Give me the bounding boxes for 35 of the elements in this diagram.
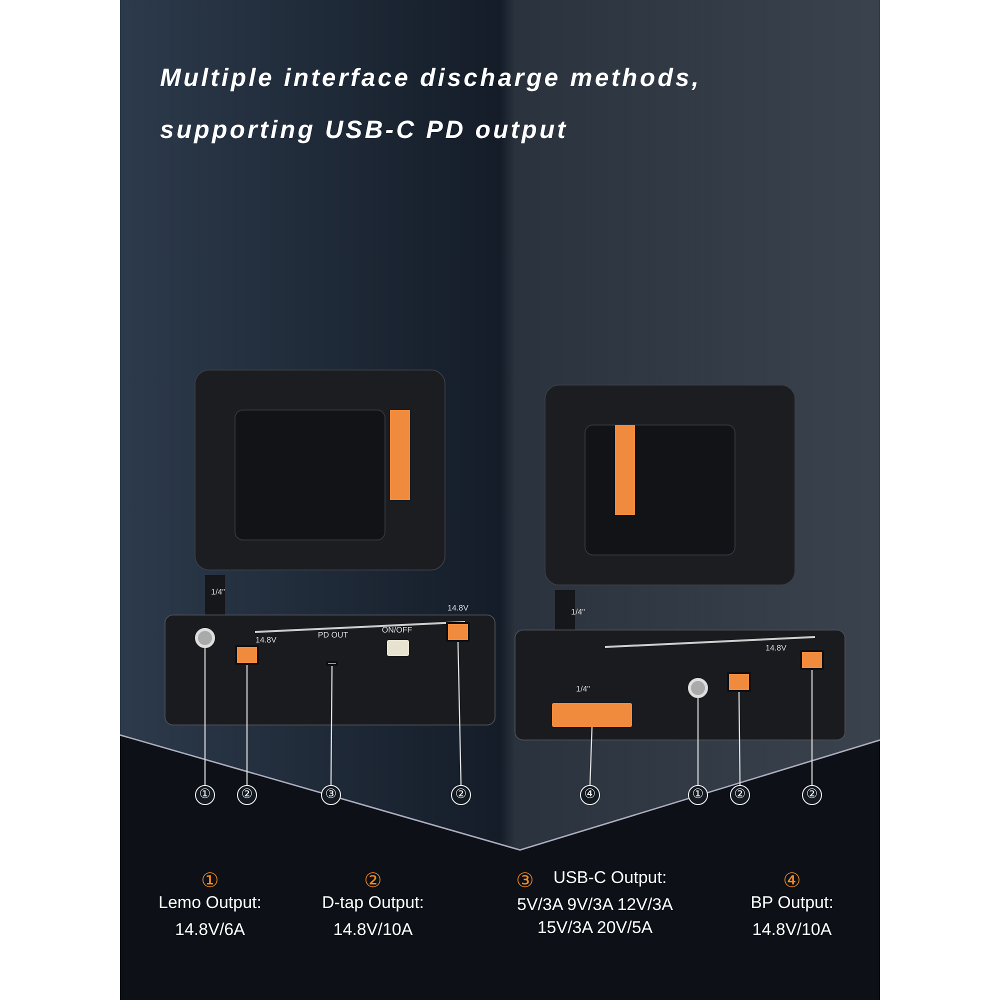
port-label: PD OUT — [318, 630, 348, 640]
spec-value: 14.8V/6A — [175, 920, 245, 940]
dtap-port — [446, 622, 470, 642]
spec-heading: D-tap Output: — [322, 893, 424, 913]
dtap-port — [727, 672, 751, 692]
spec-number: ② — [364, 868, 382, 892]
spec-heading: BP Output: — [750, 893, 834, 913]
leader-line — [246, 665, 248, 785]
leader-line — [589, 726, 593, 786]
leader-line — [204, 648, 206, 785]
spec-value: 14.8V/10A — [752, 920, 832, 940]
spec-number: ③ — [516, 868, 534, 892]
port-label: 14.8V — [448, 604, 468, 612]
leader-line — [697, 698, 699, 785]
leader-line — [738, 692, 741, 785]
usb-c-port — [326, 661, 338, 666]
spec-heading: Lemo Output: — [158, 893, 262, 913]
spec-heading: USB-C Output: — [553, 868, 667, 888]
dtap-port — [235, 645, 259, 665]
spec-value: 5V/3A 9V/3A 12V/3A 15V/3A 20V/5A — [516, 894, 674, 939]
dimension-label: 1/4" — [571, 608, 585, 616]
spec-number: ④ — [783, 868, 801, 892]
dtap-port — [800, 650, 824, 670]
leader-line — [330, 666, 333, 785]
port-label: 14.8V — [766, 644, 786, 652]
switch-label: ON/OFF — [382, 626, 412, 634]
leader-line — [457, 642, 462, 786]
port-label: 14.8V — [256, 636, 276, 644]
spec-number: ① — [201, 868, 219, 892]
title: Multiple interface discharge methods, supporting USB-C PD output — [160, 63, 702, 146]
leader-line — [811, 670, 813, 785]
dimension-label: 1/4" — [576, 684, 590, 694]
bp-terminal — [552, 703, 632, 727]
spec-value: 14.8V/10A — [333, 920, 413, 940]
dimension-label: 1/4" — [211, 588, 225, 596]
